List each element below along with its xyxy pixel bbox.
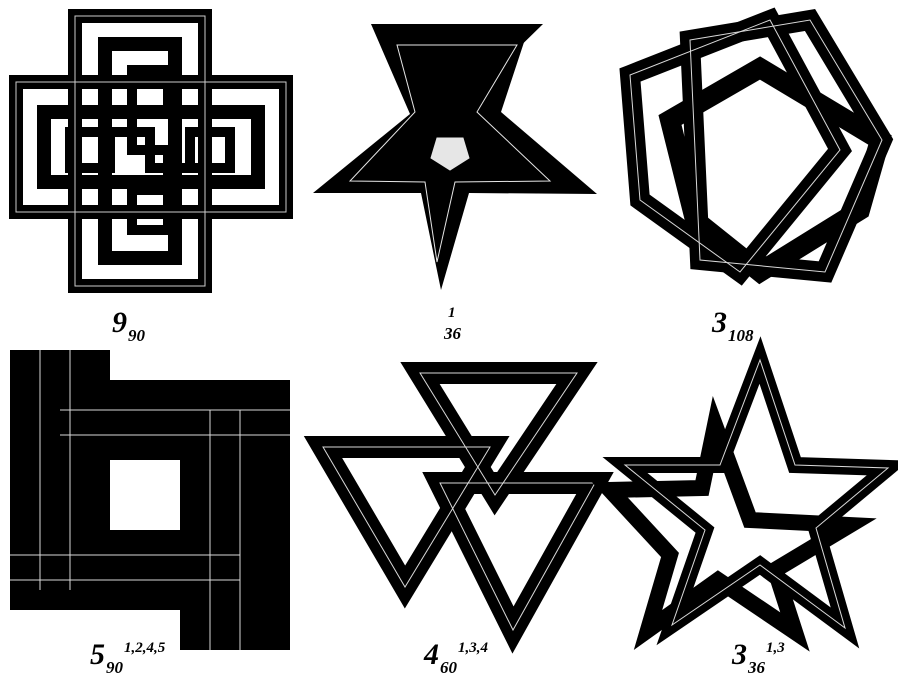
caption-superscript: 1,3 xyxy=(766,640,785,656)
double-pentagram-svg xyxy=(610,340,898,640)
caption-subscript: 36 xyxy=(444,325,461,342)
caption-subscript: 90 xyxy=(106,658,123,677)
knot-drawing-4-60 xyxy=(305,355,605,645)
knot-drawing-1-36 xyxy=(305,0,605,300)
knot-drawing-3-36 xyxy=(610,340,898,640)
three-triangles-svg xyxy=(305,355,605,645)
pentagon-knot-svg xyxy=(610,0,898,300)
caption-9-90: 990 xyxy=(112,308,145,338)
caption-superscript: 1 xyxy=(448,306,456,321)
knot-drawing-9-90 xyxy=(0,0,300,300)
swastika-square-svg xyxy=(0,350,300,650)
caption-main: 3 xyxy=(712,306,727,339)
caption-3-36: 3361,3 xyxy=(732,640,785,670)
caption-main: 3 xyxy=(732,638,747,671)
caption-superscript: 1,2,4,5 xyxy=(124,640,165,656)
knot-drawing-3-108 xyxy=(610,0,898,300)
caption-5-90: 5901,2,4,5 xyxy=(90,640,165,670)
caption-subscript: 60 xyxy=(440,658,457,677)
interlaced-squares-svg xyxy=(0,0,300,300)
caption-3-108: 3108 xyxy=(712,308,754,338)
caption-4-60: 4601,3,4 xyxy=(424,640,488,670)
caption-main: 9 xyxy=(112,306,127,339)
caption-main: 4 xyxy=(424,638,439,671)
caption-subscript: 90 xyxy=(128,326,145,345)
caption-superscript: 1,3,4 xyxy=(458,640,488,656)
caption-subscript: 36 xyxy=(748,658,765,677)
knot-drawing-5-90 xyxy=(0,350,300,650)
caption-subscript: 108 xyxy=(728,326,754,345)
caption-main: 5 xyxy=(90,638,105,671)
pentagram-svg xyxy=(305,0,605,300)
